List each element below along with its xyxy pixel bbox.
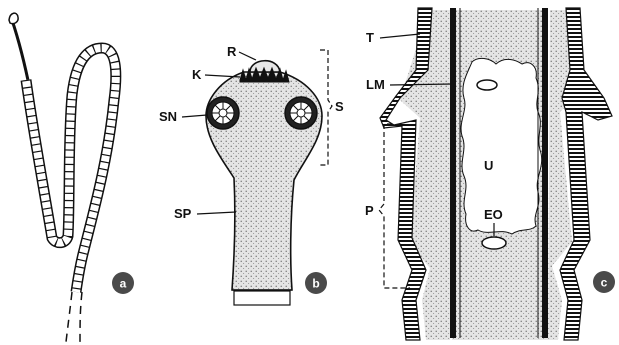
panel-c: T LM U EO P c [365, 8, 615, 340]
label-EO: EO [484, 207, 503, 222]
label-T: T [366, 30, 374, 45]
pointer-SP [197, 212, 236, 214]
muscle-band-right [542, 8, 548, 338]
neck-end [234, 291, 290, 305]
label-K: K [192, 67, 202, 82]
label-SP: SP [174, 206, 192, 221]
sucker-right [285, 97, 317, 129]
panel-b: R K SN SP S b [159, 44, 344, 305]
badge-c-text: c [601, 276, 608, 290]
label-LM: LM [366, 77, 385, 92]
label-P: P [365, 203, 374, 218]
label-U: U [484, 158, 493, 173]
pointer-SN [182, 115, 207, 117]
hooks [240, 68, 289, 82]
sucker-left [207, 97, 239, 129]
egg-pouch-lower [482, 237, 506, 249]
panel-a: a [9, 13, 134, 342]
label-SN: SN [159, 109, 177, 124]
label-R: R [227, 44, 237, 59]
badge-b-text: b [312, 277, 319, 291]
muscle-band-left [450, 8, 456, 338]
pointer-T [380, 34, 420, 38]
bracket-S [320, 50, 332, 165]
egg-pouch-upper [477, 80, 497, 90]
pointer-R [239, 52, 256, 60]
worm-continuation [66, 292, 82, 342]
badge-a-text: a [120, 277, 127, 291]
label-S: S [335, 99, 344, 114]
worm-neck [12, 20, 30, 90]
worm-head [9, 13, 18, 23]
